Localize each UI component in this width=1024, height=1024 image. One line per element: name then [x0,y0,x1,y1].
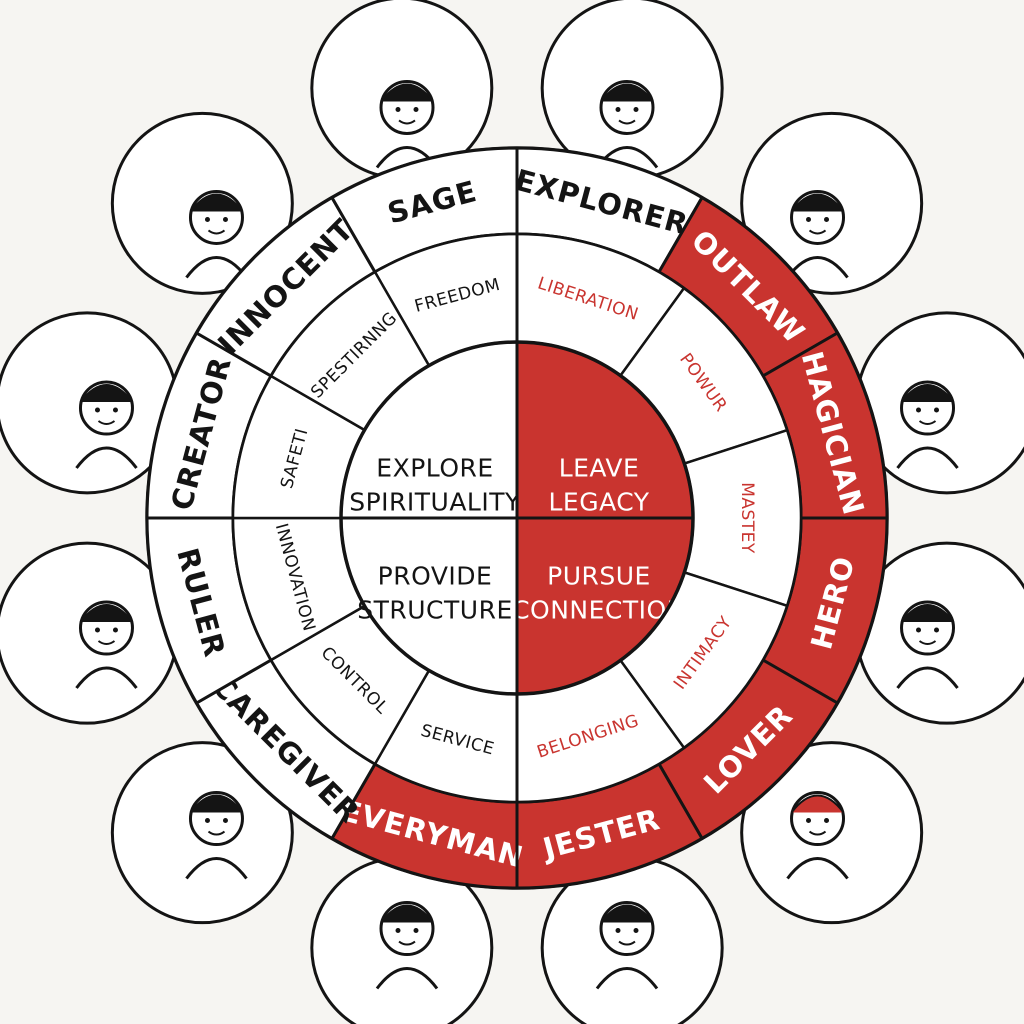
core-line-1: EXPLORE [376,454,493,483]
middle-segment-innovation: INNOVATION [231,516,367,662]
middle-segment-mastey: MASTEY [682,428,803,608]
outer-segment-creator: CREATOR [145,330,274,520]
core-line-2: LEGACY [548,488,649,517]
core-line-1: PROVIDE [378,562,493,591]
outer-segment-sage: SAGE [329,146,519,275]
man-in-red-cap-icon [740,741,924,925]
core-quadrant-leave-legacy: LEAVE LEGACY [515,340,695,520]
core-line-1: LEAVE [559,454,640,483]
outer-segment-everyman: EVERYMAN [329,761,527,890]
middle-label: MASTEY [737,482,757,554]
bearded-man-in-hat-icon [740,111,924,295]
bearded-man-in-beanie-icon [540,856,724,1024]
outer-segment-explorer: EXPLORER [511,146,705,275]
smiling-woman-icon [110,111,294,295]
scholar-with-glasses-icon [540,0,724,180]
core-line-2: SPIRITUALITY [349,488,521,517]
outer-segment-jester: JESTER [515,761,705,890]
core-quadrant-explore-spirituality: EXPLORE SPIRITUALITY [339,340,521,520]
woman-with-long-hair-icon [310,0,494,180]
core-quadrant-provide-structure: PROVIDE STRUCTURE [339,516,519,696]
young-man-icon [310,856,494,1024]
outer-segment-hagician: HAGICIAN [760,330,889,520]
middle-segment-belonging: BELONGING [515,658,686,804]
core-line-2: CONNECTION [512,596,686,625]
bearded-man-in-bandana-icon [855,541,1024,725]
outer-segment-ruler: RULER [145,516,274,706]
core-line-2: STRUCTURE [357,596,513,625]
core-circle: EXPLORE SPIRITUALITY LEAVE LEGACY PURSUE CONN… [339,148,695,888]
core-line-1: PURSUE [547,562,651,591]
hand-with-heart-icon [0,311,179,495]
middle-segment-spestirnng: SPESTIRNNG [269,270,431,432]
outer-segment-innocent: INNOCENT [194,195,378,379]
woman-with-curly-hair-icon [110,741,294,925]
